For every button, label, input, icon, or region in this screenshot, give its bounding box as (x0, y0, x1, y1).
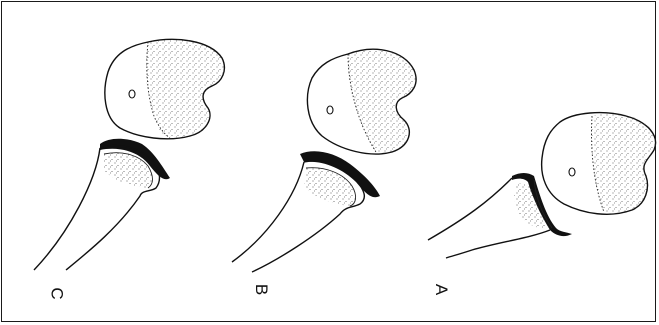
panel-b-femoral-neck (232, 161, 364, 272)
panel-label-c: C (49, 287, 66, 299)
panel-label-a: A (433, 284, 450, 295)
panel-a-drawing (428, 113, 656, 258)
panel-label-b: B (253, 284, 270, 295)
panel-c-femoral-head (105, 39, 225, 138)
panel-c-drawing (34, 39, 224, 270)
panel-b-femoral-head (307, 49, 416, 154)
panel-a-femoral-head (542, 113, 656, 215)
panel-c-femoral-neck (34, 146, 159, 270)
panel-b-drawing (232, 49, 416, 272)
